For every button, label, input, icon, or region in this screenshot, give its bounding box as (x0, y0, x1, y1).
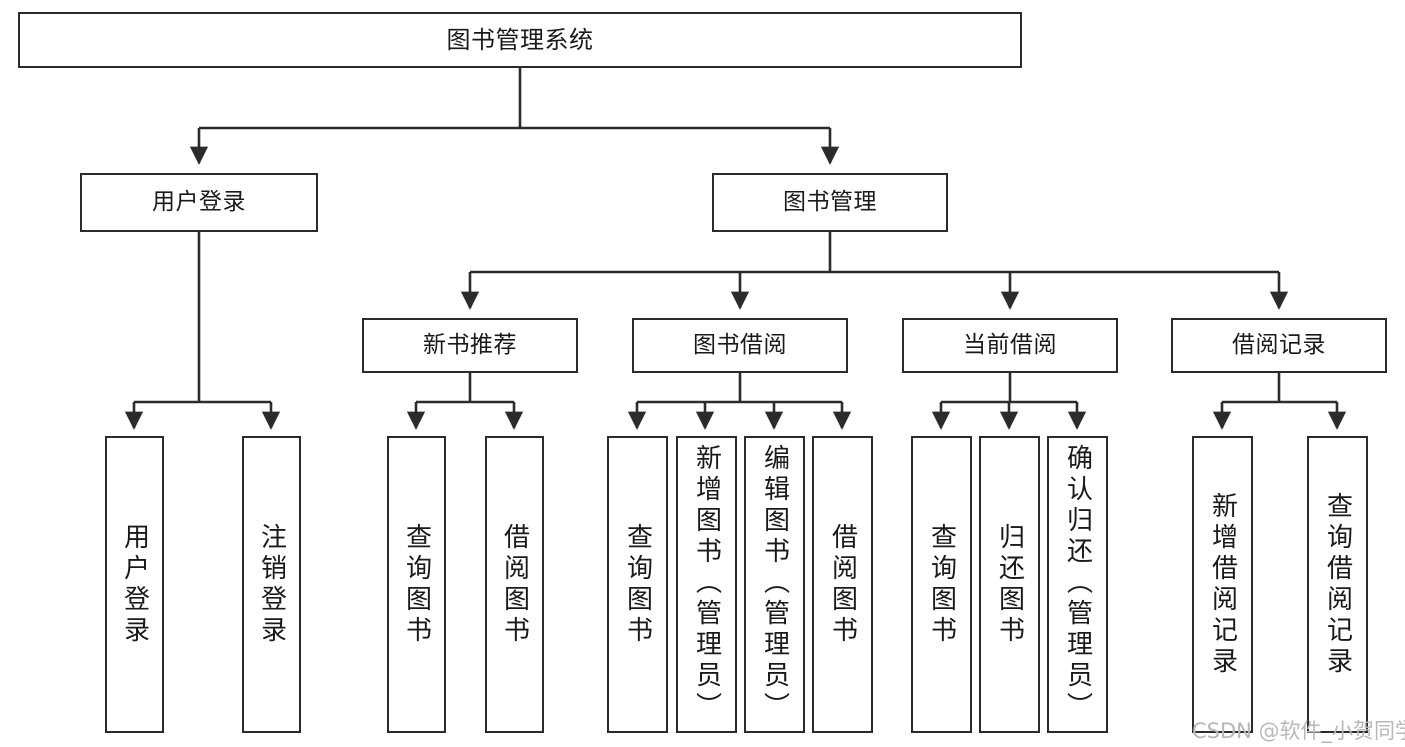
node-label: 借阅记录 (1232, 331, 1326, 358)
node-label: 编辑图书（管理员） (759, 444, 790, 723)
node-borrow-record[interactable]: 借阅记录 (1171, 318, 1387, 373)
node-leaf-query-book-recommend[interactable]: 查询图书 (387, 436, 446, 733)
node-book-borrow[interactable]: 图书借阅 (632, 318, 848, 373)
node-label: 确认归还（管理员） (1062, 444, 1093, 723)
node-label: 新书推荐 (423, 331, 517, 358)
node-label: 当前借阅 (963, 331, 1057, 358)
node-leaf-confirm-return-admin[interactable]: 确认归还（管理员） (1047, 436, 1108, 733)
node-leaf-edit-book-admin[interactable]: 编辑图书（管理员） (744, 436, 805, 733)
node-current-borrow[interactable]: 当前借阅 (902, 318, 1118, 373)
node-label: 图书借阅 (693, 331, 787, 358)
node-label: 借阅图书 (827, 522, 858, 647)
node-leaf-borrow-book[interactable]: 借阅图书 (812, 436, 873, 733)
node-leaf-borrow-book-recommend[interactable]: 借阅图书 (485, 436, 544, 733)
node-root-book-management-system[interactable]: 图书管理系统 (18, 12, 1022, 68)
node-label: 查询图书 (401, 522, 432, 647)
node-leaf-add-book-admin[interactable]: 新增图书（管理员） (676, 436, 737, 733)
node-new-book-recommend[interactable]: 新书推荐 (362, 318, 578, 373)
node-leaf-return-book[interactable]: 归还图书 (979, 436, 1040, 733)
node-label: 查询图书 (926, 522, 957, 647)
node-leaf-query-book-current[interactable]: 查询图书 (911, 436, 972, 733)
node-label: 图书管理系统 (446, 25, 594, 54)
node-leaf-user-login[interactable]: 用户登录 (105, 436, 164, 733)
node-label: 用户登录 (119, 522, 150, 647)
node-label: 归还图书 (994, 522, 1025, 647)
node-label: 用户登录 (152, 188, 246, 215)
node-book-management[interactable]: 图书管理 (712, 173, 948, 232)
node-leaf-logout[interactable]: 注销登录 (242, 436, 301, 733)
node-leaf-add-borrow-record[interactable]: 新增借阅记录 (1192, 436, 1253, 733)
node-leaf-query-book-borrow[interactable]: 查询图书 (607, 436, 668, 733)
node-label: 查询借阅记录 (1322, 491, 1353, 678)
node-label: 新增图书（管理员） (691, 444, 722, 723)
csdn-watermark: CSDN @软件_小贺同学 (1192, 719, 1405, 743)
node-leaf-query-borrow-record[interactable]: 查询借阅记录 (1307, 436, 1368, 733)
node-label: 图书管理 (783, 188, 877, 215)
node-label: 查询图书 (622, 522, 653, 647)
node-label: 借阅图书 (499, 522, 530, 647)
node-user-login[interactable]: 用户登录 (80, 173, 318, 232)
node-label: 注销登录 (256, 522, 287, 647)
node-label: 新增借阅记录 (1207, 491, 1238, 678)
